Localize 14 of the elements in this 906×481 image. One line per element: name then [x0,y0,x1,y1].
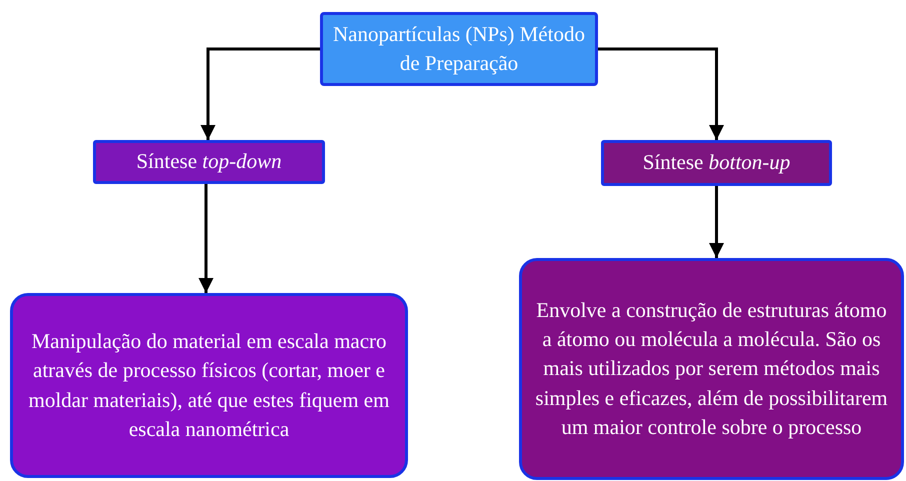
box-text: Nanopartículas (NPs) Método de Preparação [332,20,586,77]
arrow [709,186,724,258]
process-box [320,12,598,86]
process-box [10,293,408,478]
arrow [200,48,320,140]
process-box [601,140,832,186]
box-text: Síntese botton-up [642,149,790,176]
box-text: Envolve a construção de estruturas átomo a átomo ou molécula a molécula. São os mais utilizados por serem métodos mais simples e eficazes, além de possibilitarem um maior controle sobre o processo [534,296,889,442]
box-text: Síntese top-down [136,148,282,176]
process-box [93,140,325,184]
arrow [198,184,214,293]
arrow [598,48,724,140]
box-text: Manipulação do material em escala macro através de processo físicos (cortar, moer e moldar materiais), até que estes fiquem em escala nanométrica [28,328,390,443]
process-box [519,258,904,480]
